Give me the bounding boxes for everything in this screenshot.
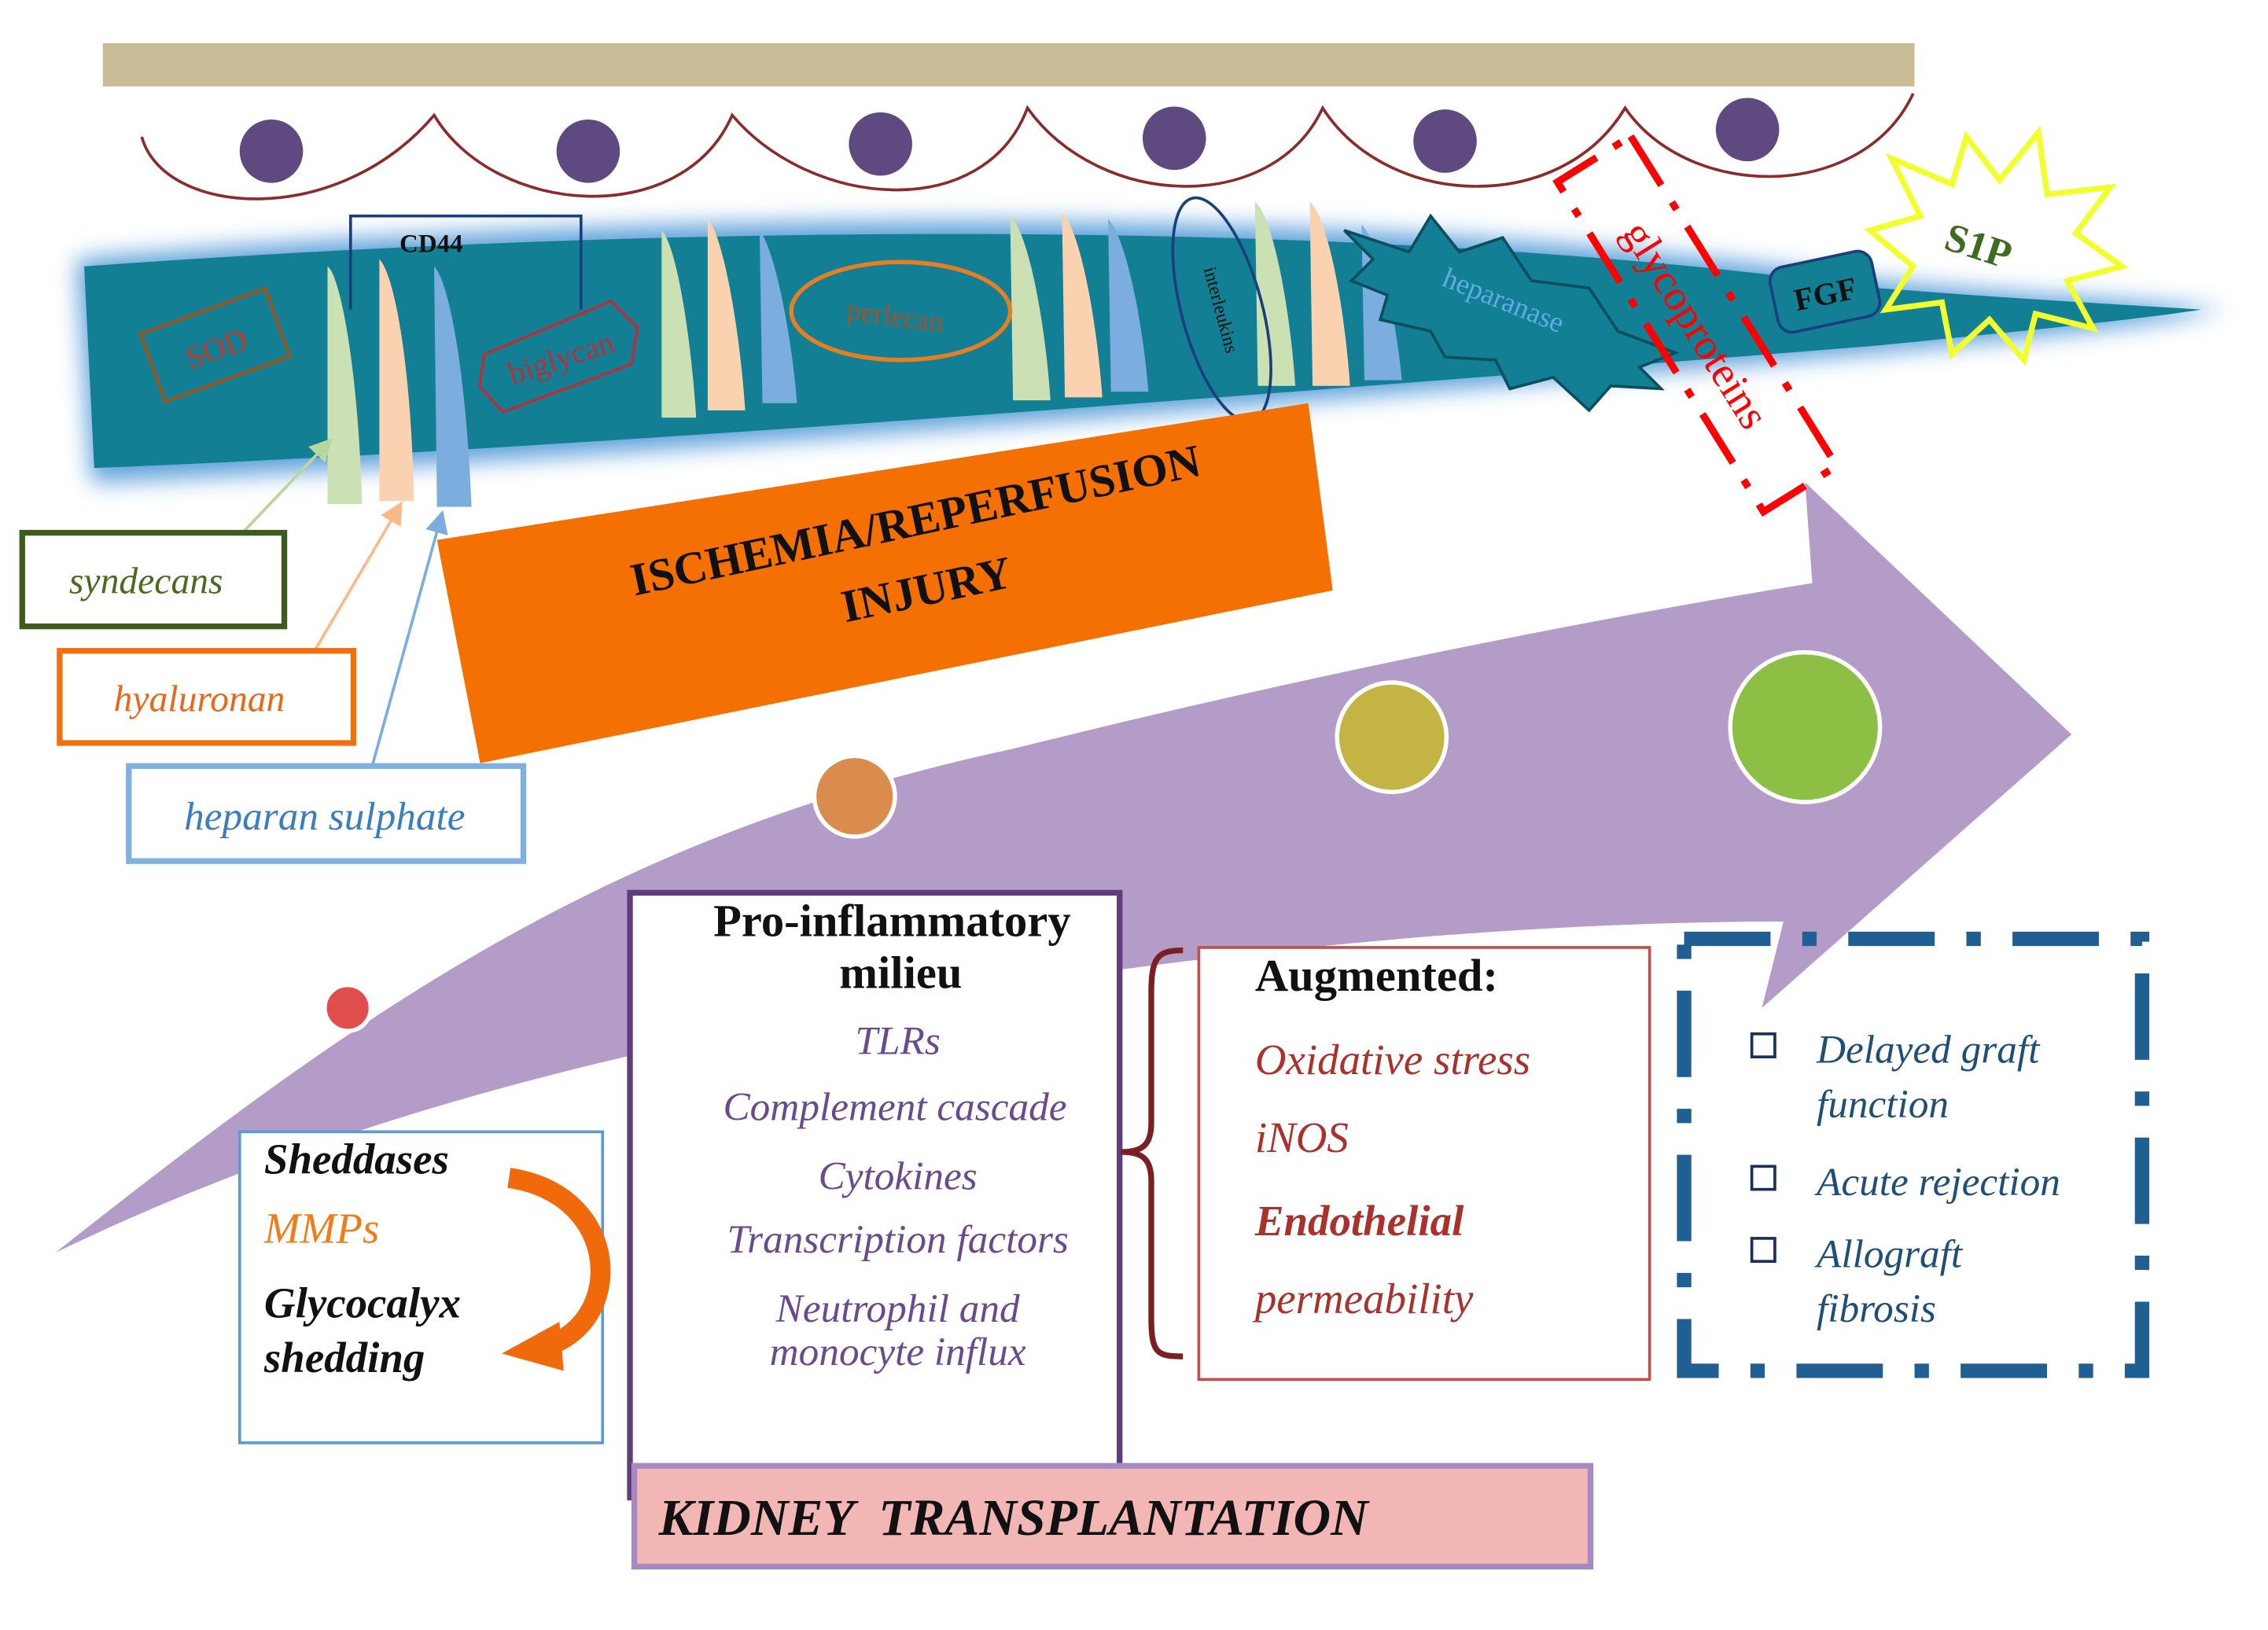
nucleus [1715,98,1780,162]
glycocalyx-fibers [327,201,1402,507]
nucleus [1142,106,1206,171]
syndecans-box [19,529,288,630]
augmented-bracket [1121,947,1184,1360]
perlecan-element [789,259,1013,362]
sheddases-line2: MMPs [263,1204,379,1252]
augmented-title: Augmented: [1255,950,1498,1001]
heparanase-burst [1343,213,1680,413]
outcome-item: Delayed graft [1816,1027,2041,1072]
heparan-fiber [1108,219,1149,392]
pro-inflammatory-title1: Pro-inflammatory [713,895,1071,946]
hyaluronan-fiber [379,259,414,502]
outcome-item: fibrosis [1817,1286,1936,1331]
s1p-star [1864,125,2129,366]
nucleus [1413,109,1477,173]
syndecan-fiber [661,230,697,418]
pro-inflammatory-item: Neutrophil and [775,1286,1020,1331]
pro-inflammatory-item: Transcription factors [727,1217,1068,1262]
syndecans-pointer [241,438,333,534]
nucleus [849,112,912,176]
progression-arrow [55,482,2072,1253]
hyaluronan-pointer [313,501,403,652]
checkbox-icon [1750,1032,1776,1058]
syndecans-label: syndecans [69,561,223,602]
hyaluronan-fiber [1309,201,1350,386]
stage-dot-olive [1335,680,1449,794]
augmented-box [1197,946,1651,1382]
kidney-transplantation-box [631,1463,1594,1570]
augmented-item: iNOS [1255,1113,1349,1161]
heparan-fiber [434,266,472,507]
s1p-label: S1P [1939,215,2017,278]
heparan-fiber [759,230,797,403]
outcome-item: Allograft [1814,1232,1964,1277]
pro-inflammatory-item: Complement cascade [723,1085,1066,1130]
pro-inflammatory-item: TLRs [856,1018,941,1063]
heparan-pointer [370,510,448,767]
fgf-element: FGF [1768,249,1882,334]
stage-dot-orange [812,753,897,839]
augmented-item: Endothelial [1254,1197,1464,1245]
hyaluronan-fiber [707,219,746,410]
hyaluronan-label: hyaluronan [114,679,285,720]
pro-inflammatory-title2: milieu [839,947,962,998]
stage-dot-red [322,982,374,1033]
checkbox-icon [1750,1165,1776,1191]
sheddases-line4: shedding [263,1334,425,1382]
cd44-receptor [348,214,583,310]
cell-nuclei [239,98,1780,183]
outcome-checkboxes [1750,1032,1776,1264]
syndecan-fiber [1254,201,1296,386]
pro-inflammatory-item: monocyte influx [770,1330,1026,1374]
pro-inflammatory-box [627,889,1123,1501]
cd44-label: CD44 [399,230,463,258]
augmented-item: Oxidative stress [1255,1036,1530,1084]
shedding-arrowhead [502,1322,564,1371]
syndecan-fiber [327,266,363,504]
shedding-curved-arrow [507,1168,611,1356]
outcome-item: function [1817,1082,1949,1127]
basement-membrane-bar [102,42,1915,86]
hyaluronan-fiber [1062,213,1103,398]
syndecan-fiber [1010,215,1051,401]
augmented-item: permeability [1252,1275,1474,1323]
heparan-sulphate-box [126,763,527,864]
heparan-sulphate-label: heparan sulphate [184,794,465,839]
sheddases-line1: Sheddases [264,1135,449,1183]
sheddases-line3: Glycocalyx [264,1279,461,1327]
kidney-transplantation-label: KIDNEY TRANSPLANTATION [658,1489,1370,1547]
checkbox-icon [1750,1237,1776,1264]
nucleus [239,119,304,183]
outcomes-box [1677,931,2150,1378]
outcome-item: Acute rejection [1814,1160,2060,1205]
pro-inflammatory-item: Cytokines [819,1154,978,1199]
hyaluronan-box [57,648,357,746]
endothelial-cells [140,93,1915,201]
nucleus [556,119,620,183]
stage-dot-green [1728,649,1883,804]
